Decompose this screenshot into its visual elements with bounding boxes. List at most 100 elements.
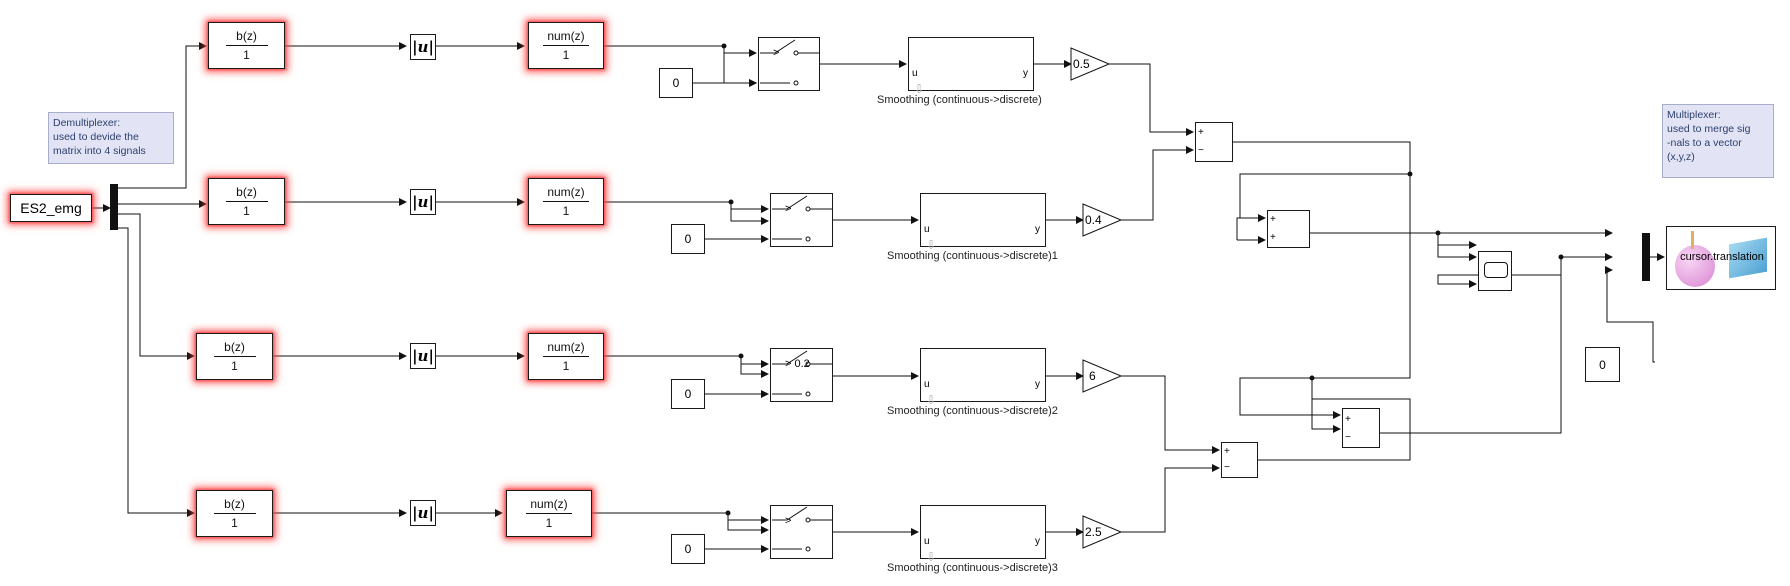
- filter-denominator: 1: [243, 48, 250, 62]
- note-line: Multiplexer:: [1667, 109, 1721, 121]
- constant-zero-1[interactable]: 0: [659, 68, 693, 98]
- smoothing-output-port: y: [1035, 536, 1040, 547]
- switch-block-4[interactable]: >: [770, 505, 833, 559]
- gain-value: 2.5: [1085, 525, 1102, 539]
- filter-denominator: 1: [231, 516, 238, 530]
- smoothing-input-port: u: [912, 68, 918, 79]
- switch-block-2[interactable]: >: [770, 193, 833, 247]
- switch-block-1[interactable]: >: [758, 37, 820, 91]
- sum-sign-minus: −: [1198, 145, 1204, 156]
- switch-threshold: > 0.2: [785, 358, 810, 370]
- smoothing-input-port: u: [924, 536, 930, 547]
- gain-triangle: [1082, 359, 1123, 393]
- filter-denominator: 1: [545, 516, 553, 530]
- down-arrow-icon: ⇩: [914, 82, 925, 96]
- sum-sign-minus: −: [1345, 432, 1351, 443]
- constant-zero-5[interactable]: 0: [1585, 347, 1620, 382]
- constant-zero-2[interactable]: 0: [671, 224, 705, 254]
- sum-sign-plus: +: [1198, 127, 1204, 138]
- lowpass-filter-1[interactable]: num(z) 1: [528, 22, 604, 69]
- note-line: -nals to a vector: [1667, 137, 1742, 149]
- note-line: (x,y,z): [1667, 151, 1695, 163]
- sum-block-3[interactable]: + +: [1267, 210, 1310, 248]
- smoothing-block-3[interactable]: u y ⇩: [920, 348, 1046, 407]
- filter-denominator: 1: [562, 48, 570, 62]
- note-line: matrix into 4 signals: [53, 145, 146, 157]
- mux-annotation: Multiplexer: used to merge sig -nals to …: [1662, 104, 1774, 178]
- bandpass-filter-1[interactable]: b(z) 1: [208, 22, 285, 69]
- down-arrow-icon: ⇩: [926, 238, 937, 252]
- filter-numerator: num(z): [543, 185, 589, 202]
- output-block-label: cursor.translation: [1680, 251, 1764, 263]
- filter-denominator: 1: [231, 359, 238, 373]
- smoothing-block-label: Smoothing (continuous->discrete)3: [887, 562, 1058, 574]
- constant-zero-3[interactable]: 0: [671, 379, 705, 409]
- filter-numerator: b(z): [225, 29, 268, 46]
- smoothing-block-label: Smoothing (continuous->discrete)2: [887, 405, 1058, 417]
- smoothing-output-port: y: [1023, 68, 1028, 79]
- sum-sign-plus: +: [1270, 214, 1276, 225]
- sum-sign-plus: +: [1345, 414, 1351, 425]
- abs-block-2[interactable]: |u|: [410, 189, 436, 215]
- filter-numerator: b(z): [225, 185, 268, 202]
- abs-block-4[interactable]: |u|: [410, 500, 436, 526]
- scope-block[interactable]: [1478, 251, 1512, 291]
- switch-threshold: >: [785, 515, 792, 527]
- sum-block-4[interactable]: + −: [1342, 408, 1380, 448]
- smoothing-block-4[interactable]: u y ⇩: [920, 505, 1046, 564]
- bandpass-filter-2[interactable]: b(z) 1: [208, 178, 285, 225]
- multiplexer-block[interactable]: [1642, 233, 1650, 281]
- gain-triangle: [1082, 515, 1123, 549]
- sum-sign-minus: −: [1224, 462, 1230, 473]
- constant-value: 0: [684, 232, 692, 246]
- constant-value: 0: [684, 542, 692, 556]
- lowpass-filter-3[interactable]: num(z) 1: [528, 333, 604, 380]
- switch-threshold: >: [773, 47, 780, 59]
- gain-triangle: [1082, 203, 1123, 237]
- sum-sign-plus: +: [1224, 446, 1230, 457]
- filter-numerator: num(z): [526, 497, 572, 514]
- bandpass-filter-3[interactable]: b(z) 1: [196, 333, 273, 380]
- constant-zero-4[interactable]: 0: [671, 534, 705, 564]
- demux-annotation: Demultiplexer: used to devide the matrix…: [48, 112, 174, 164]
- gain-value: 0.4: [1085, 213, 1102, 227]
- smoothing-output-port: y: [1035, 224, 1040, 235]
- filter-numerator: num(z): [543, 29, 589, 46]
- abs-label: |u|: [412, 193, 434, 211]
- smoothing-block-2[interactable]: u y ⇩: [920, 193, 1046, 252]
- constant-value: 0: [684, 387, 692, 401]
- sum-block-2[interactable]: + −: [1221, 442, 1258, 478]
- cursor-translation-block[interactable]: cursor.translation: [1666, 226, 1776, 290]
- note-line: used to merge sig: [1667, 123, 1751, 135]
- filter-numerator: b(z): [213, 340, 256, 357]
- sphere-icon: [1675, 245, 1715, 287]
- abs-label: |u|: [412, 347, 434, 365]
- lowpass-filter-4[interactable]: num(z) 1: [506, 490, 592, 537]
- abs-block-3[interactable]: |u|: [410, 343, 436, 369]
- constant-value: 0: [672, 76, 680, 90]
- gain-value: 0.5: [1073, 57, 1090, 71]
- switch-threshold: >: [785, 203, 792, 215]
- gain-value: 6: [1089, 369, 1096, 383]
- down-arrow-icon: ⇩: [926, 550, 937, 564]
- lowpass-filter-2[interactable]: num(z) 1: [528, 178, 604, 225]
- abs-block-1[interactable]: |u|: [410, 34, 436, 60]
- smoothing-input-port: u: [924, 224, 930, 235]
- input-block-label: ES2_emg: [20, 200, 82, 216]
- abs-label: |u|: [412, 504, 434, 522]
- demultiplexer-block[interactable]: [110, 184, 118, 230]
- filter-denominator: 1: [243, 204, 250, 218]
- cone-icon: [1691, 231, 1694, 249]
- sum-block-1[interactable]: + −: [1195, 122, 1233, 162]
- input-block-es2-emg[interactable]: ES2_emg: [10, 194, 92, 222]
- bandpass-filter-4[interactable]: b(z) 1: [196, 490, 273, 537]
- smoothing-block-1[interactable]: u y ⇩: [908, 37, 1034, 96]
- sum-sign-plus: +: [1270, 232, 1276, 243]
- gain-triangle: [1070, 47, 1111, 81]
- smoothing-block-label: Smoothing (continuous->discrete): [877, 94, 1042, 106]
- filter-numerator: num(z): [543, 340, 589, 357]
- abs-label: |u|: [412, 38, 434, 56]
- switch-block-3[interactable]: > 0.2: [770, 348, 833, 402]
- smoothing-input-port: u: [924, 379, 930, 390]
